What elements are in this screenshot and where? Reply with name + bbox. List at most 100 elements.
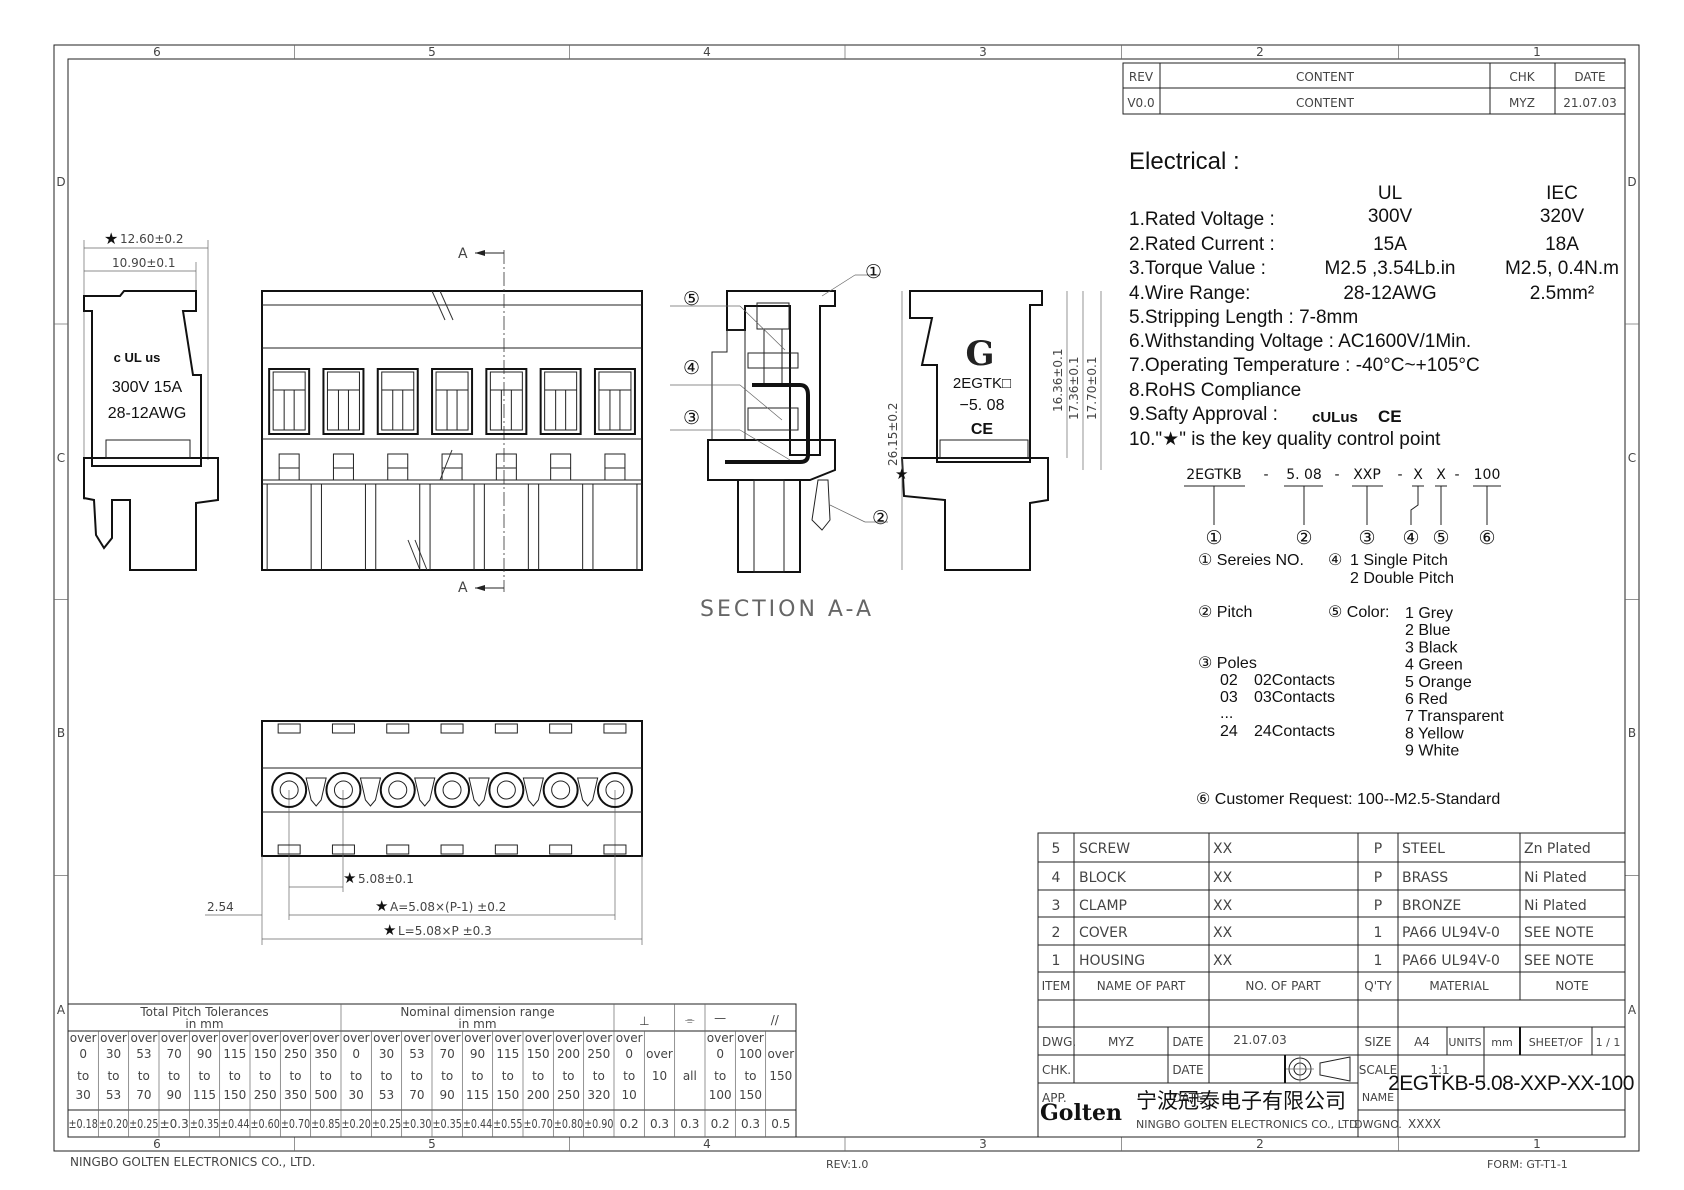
color-option: 9 White <box>1405 743 1459 760</box>
wire-entry-hole <box>379 772 416 808</box>
terminal-window <box>376 368 419 435</box>
callout-3: ③ <box>683 408 700 429</box>
parallelism-symbol-icon: // <box>771 1013 780 1027</box>
name-label: NAME <box>1362 1091 1394 1104</box>
tolerance-range-a: over <box>130 1031 157 1045</box>
tolerance-range-d: 150 <box>223 1088 246 1102</box>
tolerance-range-b: 250 <box>587 1047 610 1061</box>
spec-iec-value: 18A <box>1545 234 1579 255</box>
drawn-by: MYZ <box>1108 1035 1134 1049</box>
tolerance-range-c: to <box>714 1069 726 1083</box>
chk-date-label: DATE <box>1172 1063 1203 1077</box>
tolerance-range-a: over <box>191 1031 218 1045</box>
tolerance-range-b: 30 <box>379 1047 394 1061</box>
side-view-right: ★ 26.15±0.2 16.36±0.1 17.36±0.1 17.70±0.… <box>886 290 1102 571</box>
bom-material: PA66 UL94V-0 <box>1402 925 1500 941</box>
bom-part-name: CLAMP <box>1079 898 1127 914</box>
tolerance-range-b: 150 <box>254 1047 277 1061</box>
tolerance-range-d: 500 <box>314 1088 337 1102</box>
tolerance-value: 0.3 <box>650 1117 669 1131</box>
tolerance-value: ±0.85 <box>311 1117 340 1131</box>
ul-logo: c UL us <box>114 350 161 365</box>
tolerance-range-b: 0 <box>716 1047 724 1061</box>
latch-tab <box>387 453 409 481</box>
spec-label: 2.Rated Current : <box>1129 234 1275 255</box>
zone-row-label: A <box>1628 1003 1637 1017</box>
footer-form: FORM: GT-T1-1 <box>1487 1158 1568 1171</box>
color-option: 3 Black <box>1405 639 1458 656</box>
pole-code: 02 <box>1220 672 1238 689</box>
scale-label: SCALE <box>1359 1063 1397 1077</box>
terminal-window <box>539 368 582 435</box>
tolerance-range-a: over <box>100 1031 127 1045</box>
code-marker: ⑤ <box>1432 528 1449 549</box>
tolerance-range-b: 90 <box>197 1047 212 1061</box>
tolerance-range-a: over <box>252 1031 279 1045</box>
bom-header-qty: Q'TY <box>1364 979 1392 993</box>
zone-column-label: 5 <box>428 45 436 59</box>
tolerance-range-c: 150 <box>769 1069 792 1083</box>
tolerance-range-a: over <box>616 1031 643 1045</box>
customer-request: ⑥ Customer Request: 100--M2.5-Standard <box>1196 791 1500 808</box>
tolerance-range-d: 30 <box>349 1088 364 1102</box>
tolerance-range-d: 100 <box>709 1088 732 1102</box>
color-option: 7 Transparent <box>1405 708 1504 725</box>
company-logo: Golten <box>1040 1100 1122 1126</box>
bom-material: BRONZE <box>1402 898 1461 914</box>
latch-tab <box>278 453 300 481</box>
bom-note: Zn Plated <box>1524 841 1591 857</box>
tolerance-range-d: 53 <box>379 1088 394 1102</box>
tolerance-range-b: 90 <box>470 1047 485 1061</box>
tolerance-range-b: 150 <box>527 1047 550 1061</box>
tolerance-range-d: 150 <box>496 1088 519 1102</box>
tolerance-value: 0.2 <box>711 1117 730 1131</box>
bom-note: SEE NOTE <box>1524 925 1594 941</box>
bom-part-number: XX <box>1213 953 1233 969</box>
bom-quantity: P <box>1374 870 1382 886</box>
zone-row-label: C <box>1628 451 1636 465</box>
tolerance-range-a: over <box>494 1031 521 1045</box>
tolerance-range-c: to <box>380 1069 392 1083</box>
zone-column-label: 2 <box>1256 1137 1264 1151</box>
bom-part-number: XX <box>1213 925 1233 941</box>
bom-header-material: MATERIAL <box>1429 979 1489 993</box>
zone-column-label: 1 <box>1533 1137 1541 1151</box>
tolerance-value: ±0.60 <box>251 1117 280 1131</box>
rev-value: V0.0 <box>1127 96 1154 110</box>
tolerance-range-d: 70 <box>136 1088 151 1102</box>
dim-pitch: 5.08±0.1 <box>358 872 414 886</box>
spec-note: 5.Stripping Length : 7-8mm <box>1129 307 1358 328</box>
tolerance-value: ±0.90 <box>584 1117 613 1131</box>
code-segment: 5. 08 <box>1286 467 1322 483</box>
spec-ul-value: M2.5 ,3.54Lb.in <box>1325 258 1456 279</box>
tolerance-range-b: 53 <box>136 1047 151 1061</box>
latch-tab <box>495 453 517 481</box>
tolerance-value: ±0.35 <box>190 1117 219 1131</box>
terminal-window <box>431 368 474 435</box>
bom-note: Ni Plated <box>1524 870 1587 886</box>
tolerance-value: ±0.30 <box>402 1117 431 1131</box>
outer-frame <box>53 44 1640 1152</box>
tolerance-range-a: over <box>555 1031 582 1045</box>
bom-quantity: 1 <box>1374 925 1383 941</box>
content-value: CONTENT <box>1296 96 1355 110</box>
bom-part-name: BLOCK <box>1079 870 1127 886</box>
star-icon: ★ <box>104 231 118 248</box>
spec-ul-value: 15A <box>1373 234 1407 255</box>
tolerance-range-c: to <box>259 1069 271 1083</box>
side-view-left: ★ 12.60±0.2 10.90±0.1 c UL us 300V 15A 2… <box>83 231 219 571</box>
bom-part-name: HOUSING <box>1079 953 1145 969</box>
zone-row-label: C <box>57 451 65 465</box>
latch-tab <box>441 453 463 481</box>
brand-mark: G <box>965 334 994 374</box>
bom-part-number: XX <box>1213 898 1233 914</box>
dwgno-label: DWGNO. <box>1354 1118 1402 1131</box>
bom-material: STEEL <box>1402 841 1445 857</box>
